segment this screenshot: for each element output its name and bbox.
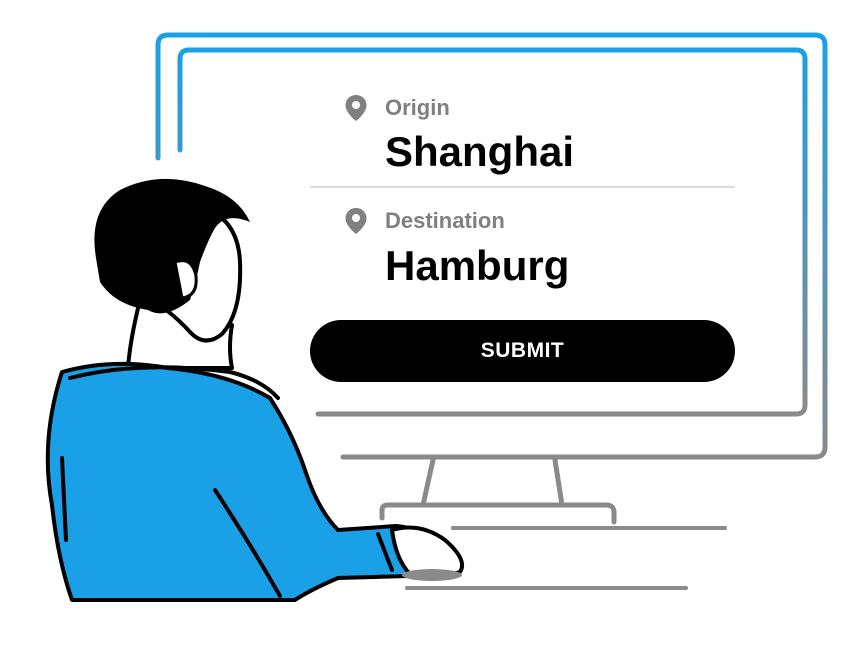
- submit-button[interactable]: SUBMIT: [310, 320, 735, 382]
- origin-value[interactable]: Shanghai: [385, 128, 575, 175]
- monitor-stand: [379, 457, 617, 525]
- origin-label: Origin: [385, 95, 450, 120]
- person-figure: [45, 178, 465, 602]
- destination-value[interactable]: Hamburg: [385, 242, 570, 289]
- location-pin-icon: [345, 208, 367, 234]
- location-pin-icon: [345, 95, 367, 121]
- monitor-screen-frame: [177, 47, 808, 417]
- destination-label: Destination: [385, 208, 505, 233]
- monitor-outer-frame: [155, 32, 828, 460]
- field-divider: [310, 186, 735, 188]
